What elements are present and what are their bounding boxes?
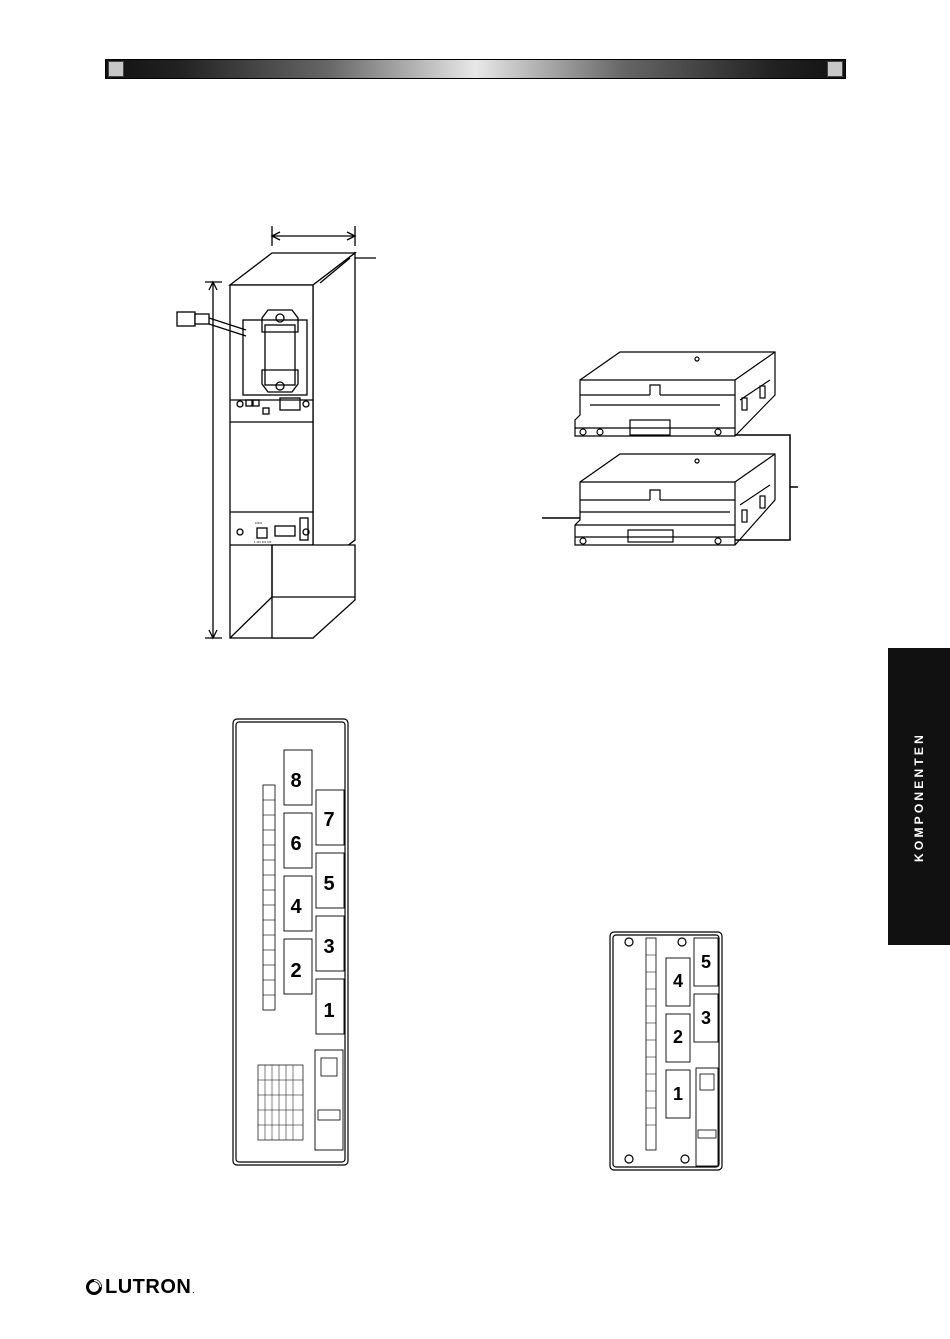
large-panel-layout: 8 7 6 5 4 3 2 1 <box>228 715 353 1170</box>
module-number: 1 <box>673 1084 683 1104</box>
lutron-logo: LUTRON . <box>86 1276 194 1298</box>
module-number: 3 <box>701 1008 711 1028</box>
section-tab-label: KOMPONENTEN <box>912 732 926 862</box>
svg-text:• ••• ••• •••: • ••• ••• ••• <box>254 539 272 544</box>
small-panel-layout: 4 5 3 2 1 <box>606 928 726 1173</box>
module-number: 7 <box>323 809 334 831</box>
module-number: 5 <box>323 873 334 895</box>
header-cap-left <box>108 61 124 77</box>
lutron-swirl-icon <box>86 1279 102 1295</box>
module-number: 6 <box>290 833 301 855</box>
module-number: 4 <box>673 971 683 991</box>
module-number: 4 <box>290 896 302 918</box>
section-tab[interactable]: KOMPONENTEN <box>888 648 950 945</box>
module-number: 1 <box>323 1000 334 1022</box>
module-number: 3 <box>323 936 334 958</box>
enclosure-perspective-drawing: ••••• • ••• ••• ••• <box>160 220 380 650</box>
header-cap-right <box>827 61 843 77</box>
module-number: 5 <box>701 952 711 972</box>
module-number: 2 <box>290 960 301 982</box>
logo-text: LUTRON <box>105 1276 191 1299</box>
svg-text:•••••: ••••• <box>255 520 263 525</box>
stacked-chassis-drawing <box>540 340 800 555</box>
module-number: 8 <box>290 770 301 792</box>
header-gradient-bar <box>105 59 846 79</box>
logo-mark: . <box>192 1288 194 1295</box>
module-number: 2 <box>673 1027 683 1047</box>
